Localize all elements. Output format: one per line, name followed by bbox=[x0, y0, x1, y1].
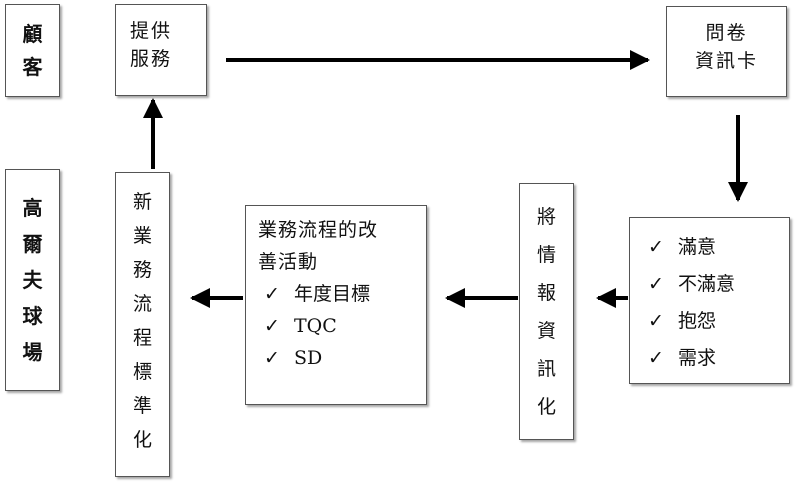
vertical-char: 程 bbox=[132, 327, 152, 349]
questionnaire-line-1: 問卷 bbox=[705, 22, 748, 44]
vertical-char: 顧 bbox=[22, 21, 43, 46]
vertical-char: 流 bbox=[132, 293, 152, 315]
satisfaction-item: ✓ 不滿意 bbox=[648, 266, 789, 303]
questionnaire-line-2: 資訊卡 bbox=[694, 50, 758, 72]
check-icon: ✓ bbox=[264, 283, 280, 305]
vertical-char: 球 bbox=[22, 304, 43, 328]
vertical-char: 報 bbox=[536, 282, 556, 304]
satisfaction-item: ✓ 滿意 bbox=[648, 229, 789, 266]
check-icon: ✓ bbox=[264, 347, 280, 369]
vertical-char: 標 bbox=[132, 361, 152, 383]
vertical-char: 資 bbox=[536, 320, 556, 342]
provide-service-line-2: 服務 bbox=[130, 48, 173, 70]
provide-service-line-1: 提供 bbox=[130, 20, 173, 42]
satisfaction-item: ✓ 抱怨 bbox=[648, 303, 789, 340]
satisfaction-item-label: 不滿意 bbox=[678, 273, 736, 295]
vertical-char: 場 bbox=[22, 340, 43, 364]
golf-club-label: 高爾夫球場 bbox=[23, 190, 43, 370]
vertical-char: 高 bbox=[22, 196, 43, 220]
improvement-title-line-2: 善活動 bbox=[258, 251, 319, 273]
provide-service-box: 提供 服務 bbox=[115, 4, 207, 96]
vertical-char: 夫 bbox=[22, 268, 43, 292]
check-icon: ✓ bbox=[648, 236, 664, 258]
vertical-char: 業 bbox=[132, 225, 152, 247]
golf-club-box: 高爾夫球場 bbox=[5, 169, 60, 391]
vertical-char: 化 bbox=[536, 396, 556, 418]
improvement-item-label: 年度目標 bbox=[294, 283, 371, 305]
improvement-item-label: SD bbox=[294, 347, 323, 369]
satisfaction-item: ✓ 需求 bbox=[648, 340, 789, 377]
informatize-label: 將情報資訊化 bbox=[537, 198, 556, 439]
standardize-label: 新業務流程標準化 bbox=[133, 185, 152, 476]
customer-label: 顧客 bbox=[23, 18, 43, 84]
satisfaction-item-label: 滿意 bbox=[678, 236, 717, 258]
vertical-char: 化 bbox=[132, 429, 152, 451]
improvement-item: ✓ SD bbox=[258, 342, 426, 374]
improvement-item: ✓ 年度目標 bbox=[258, 278, 426, 310]
satisfaction-item-label: 抱怨 bbox=[678, 310, 717, 332]
informatize-box: 將情報資訊化 bbox=[519, 183, 574, 440]
satisfaction-box: ✓ 滿意 ✓ 不滿意 ✓ 抱怨 ✓ 需求 bbox=[629, 217, 790, 384]
vertical-char: 爾 bbox=[22, 232, 43, 256]
improvement-item-label: TQC bbox=[294, 315, 337, 337]
vertical-char: 務 bbox=[132, 259, 152, 281]
standardize-box: 新業務流程標準化 bbox=[115, 172, 170, 477]
satisfaction-item-label: 需求 bbox=[678, 347, 717, 369]
check-icon: ✓ bbox=[648, 273, 664, 295]
vertical-char: 將 bbox=[536, 206, 556, 228]
vertical-char: 訊 bbox=[536, 358, 556, 380]
vertical-char: 新 bbox=[132, 191, 152, 213]
improvement-box: 業務流程的改 善活動 ✓ 年度目標 ✓ TQC ✓ SD bbox=[245, 205, 427, 405]
questionnaire-box: 問卷 資訊卡 bbox=[666, 6, 787, 97]
check-icon: ✓ bbox=[648, 347, 664, 369]
vertical-char: 情 bbox=[536, 244, 556, 266]
check-icon: ✓ bbox=[264, 315, 280, 337]
vertical-char: 客 bbox=[22, 54, 43, 79]
improvement-title-line-1: 業務流程的改 bbox=[258, 219, 379, 241]
vertical-char: 準 bbox=[132, 395, 152, 417]
improvement-item: ✓ TQC bbox=[258, 310, 426, 342]
customer-box: 顧客 bbox=[5, 4, 60, 97]
check-icon: ✓ bbox=[648, 310, 664, 332]
